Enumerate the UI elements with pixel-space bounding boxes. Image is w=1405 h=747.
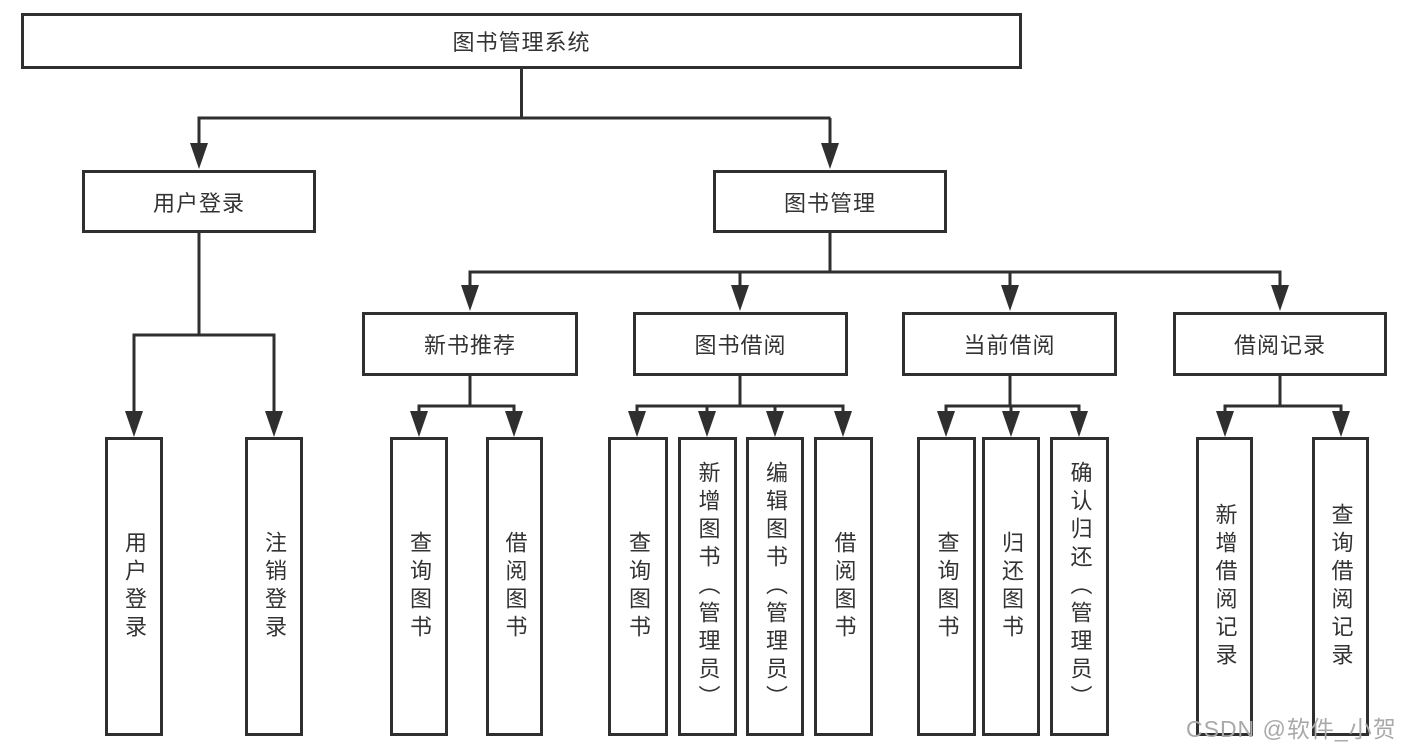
node-current-borrow: 当前借阅 [902, 312, 1117, 376]
watermark: CSDN @软件_小贺同学 [1186, 716, 1397, 742]
leaf-add-borrow-record: 新增借阅记录 [1196, 437, 1253, 736]
leaf-query-borrow-record: 查询借阅记录 [1312, 437, 1369, 736]
leaf-return-book: 归还图书 [982, 437, 1040, 736]
leaf-recommend-query-book: 查询图书 [390, 437, 448, 736]
leaf-current-query-book: 查询图书 [917, 437, 976, 736]
node-new-book-recommend: 新书推荐 [362, 312, 578, 376]
leaf-recommend-borrow-book: 借阅图书 [486, 437, 543, 736]
leaf-logout: 注销登录 [245, 437, 303, 736]
arrowheads [125, 143, 1350, 437]
node-user-login: 用户登录 [82, 170, 316, 233]
leaf-borrow-book: 借阅图书 [814, 437, 873, 736]
node-borrow-records: 借阅记录 [1173, 312, 1387, 376]
leaf-edit-book-admin: 编辑图书（管理员） [746, 437, 804, 736]
leaf-confirm-return-admin: 确认归还（管理员） [1050, 437, 1109, 736]
leaf-user-login: 用户登录 [105, 437, 163, 736]
node-book-management: 图书管理 [713, 170, 947, 233]
node-book-borrow: 图书借阅 [633, 312, 848, 376]
leaf-borrow-query-book: 查询图书 [608, 437, 668, 736]
leaf-add-book-admin: 新增图书（管理员） [678, 437, 737, 736]
node-root: 图书管理系统 [21, 13, 1022, 69]
